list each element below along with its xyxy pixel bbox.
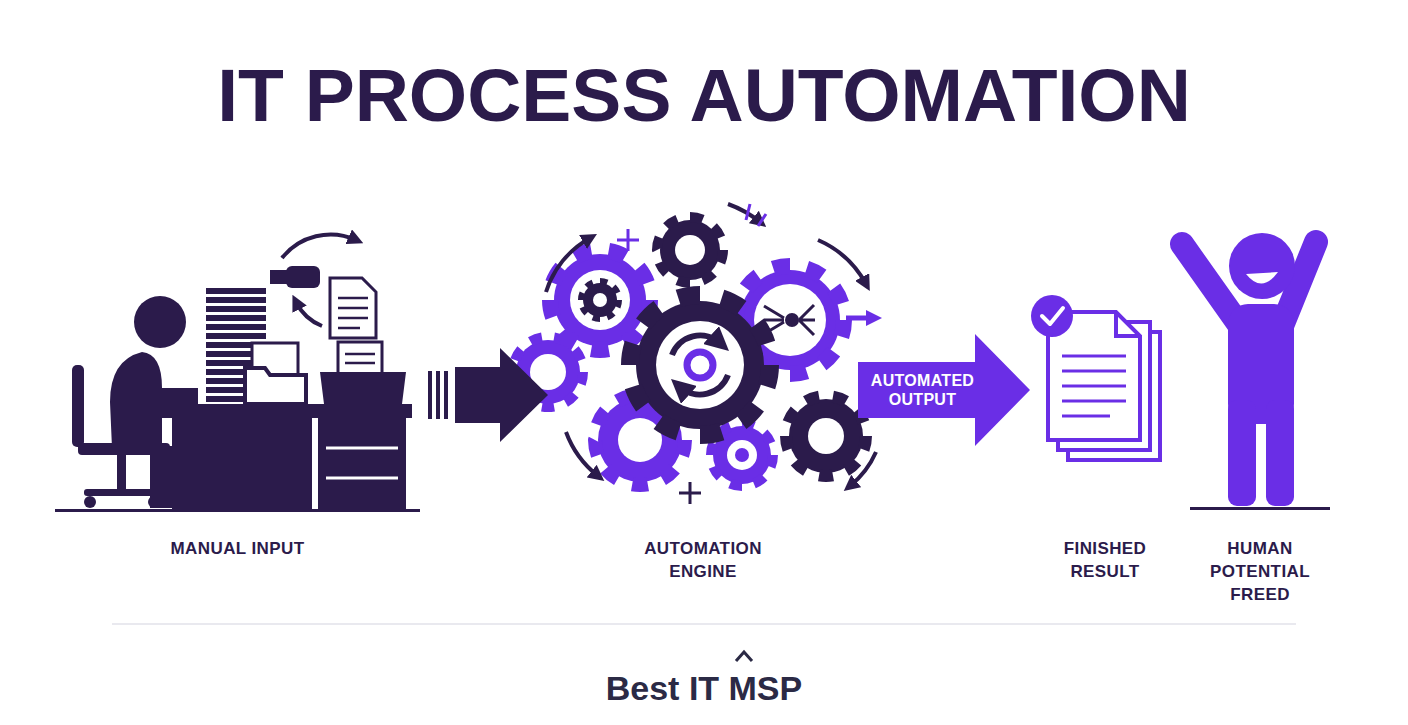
motion-arrow [818, 240, 866, 284]
small-output-arrow [846, 316, 874, 321]
sparkle [617, 229, 639, 251]
cycle-arrow [296, 302, 322, 326]
text-line [338, 307, 368, 310]
handed-document [330, 278, 376, 338]
chair-base [84, 489, 160, 496]
hand [286, 266, 320, 288]
floor-line [55, 509, 420, 512]
desk-body [172, 418, 312, 510]
gear-teeth [550, 250, 650, 350]
connector-group [858, 334, 1030, 446]
diagram-title: IT PROCESS AUTOMATION [0, 58, 1408, 133]
flow-node-icon [785, 313, 799, 327]
text-line [338, 317, 368, 320]
gear-cluster [513, 204, 876, 504]
page-fold [1116, 312, 1140, 336]
stage-label: AUTOMATION ENGINE [621, 537, 786, 583]
flow-lines-icon [799, 305, 815, 335]
arrow-label: AUTOMATED OUTPUT [862, 371, 984, 409]
desk-top [120, 404, 412, 418]
person-illustration [1182, 233, 1330, 510]
text-line [338, 297, 368, 300]
check-mark [1042, 308, 1063, 324]
gear-teeth [630, 295, 770, 435]
connector-group [430, 348, 548, 442]
motion-arrow [546, 238, 590, 292]
text-line [1062, 370, 1126, 373]
gear-core [687, 352, 713, 378]
worker-illustration [55, 235, 420, 512]
divider-line [112, 623, 1296, 625]
text-line [1062, 415, 1110, 418]
folder [245, 368, 306, 404]
gear-dot [735, 448, 749, 462]
person-leg [1266, 400, 1294, 506]
cycle-arrow [282, 235, 356, 258]
gear-hole [570, 270, 630, 330]
gear-teeth [581, 281, 619, 319]
gear-hole [656, 321, 744, 409]
drawer-line [326, 447, 398, 450]
text-line [1062, 385, 1126, 388]
text-line [1062, 400, 1126, 403]
stage-block: HUMAN POTENTIAL FREED [1185, 215, 1335, 606]
gear-teeth [786, 396, 866, 476]
gear-hole [727, 440, 757, 470]
desk-drawers [318, 418, 406, 510]
text-line [338, 327, 360, 330]
motion-bar [428, 371, 432, 419]
gear-teeth [657, 217, 723, 283]
worker-head [134, 296, 186, 348]
person-head [1229, 233, 1295, 299]
gear [550, 250, 650, 350]
floor-line [1190, 507, 1330, 510]
gear-hole [530, 354, 566, 390]
sparkle [746, 204, 766, 226]
chair-pole [117, 455, 126, 491]
text-line [345, 362, 375, 365]
motion-bar [444, 371, 448, 419]
stage-label: MANUAL INPUT [138, 537, 338, 560]
drawer-line [326, 477, 398, 480]
gear-hole [593, 293, 607, 307]
gear-hole [618, 418, 662, 462]
person-leg [1228, 400, 1256, 506]
file-tray [320, 372, 406, 404]
gear-hole [675, 235, 705, 265]
chair-back [72, 365, 84, 447]
output-flow-arrow [858, 334, 1030, 446]
motion-arrow [566, 432, 598, 476]
logo-chevron [736, 652, 752, 661]
stage-block: AUTOMATION ENGINE [548, 215, 858, 583]
stage-label: FINISHED RESULT [1049, 537, 1161, 583]
stage-block: MANUAL INPUT [55, 215, 420, 560]
stage-label: HUMAN POTENTIAL FREED [1204, 537, 1316, 606]
chair-wheel [84, 496, 96, 508]
text-line [1062, 355, 1126, 358]
sparkle [679, 482, 701, 504]
motion-arrow [850, 452, 876, 486]
worker-leg [150, 446, 172, 508]
brand-logo: Best IT MSP [0, 671, 1408, 705]
motion-arrow [728, 204, 760, 222]
documents-illustration [1031, 295, 1160, 460]
check-badge [1031, 295, 1073, 337]
input-flow-arrow [455, 348, 548, 442]
person-smile [1246, 272, 1278, 284]
motion-bar [436, 371, 440, 419]
main-gear [630, 295, 770, 435]
wrist [270, 270, 290, 284]
gear-hole [808, 418, 844, 454]
gear [786, 396, 866, 476]
stage-block: FINISHED RESULT [1030, 215, 1180, 583]
text-line [345, 353, 375, 356]
gear [657, 217, 723, 283]
